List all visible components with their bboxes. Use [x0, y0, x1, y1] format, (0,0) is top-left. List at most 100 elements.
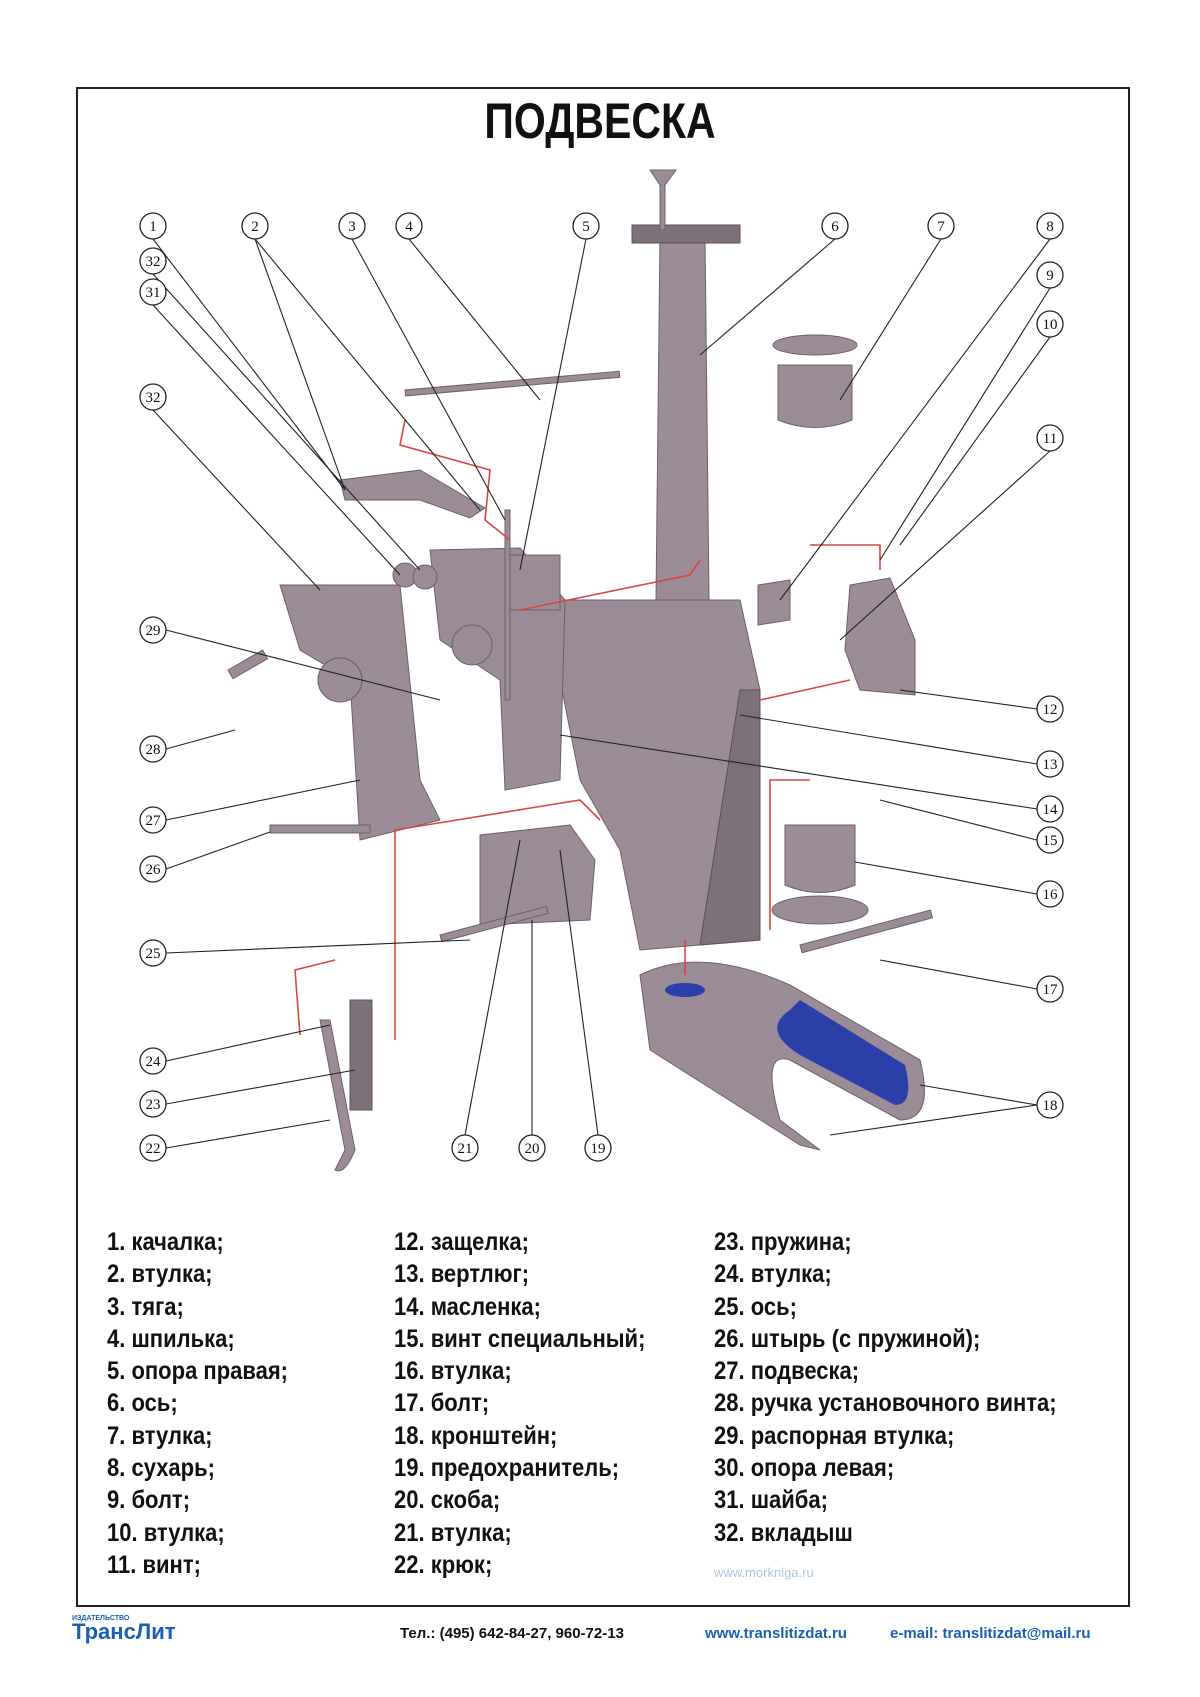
footer-website-link[interactable]: www.translitizdat.ru: [705, 1625, 847, 1642]
legend-item: 7. втулка;: [107, 1421, 213, 1450]
publisher-name: ТрансЛит: [72, 1619, 176, 1644]
callout-circle: [821, 212, 849, 240]
callout-32: 32: [139, 247, 167, 275]
callout-number: 3: [348, 219, 356, 235]
callout-number: 22: [146, 1141, 161, 1157]
callout-circle: [1036, 261, 1064, 289]
callout-circle: [139, 735, 167, 763]
callout-number: 32: [146, 390, 161, 406]
callout-circle: [1036, 826, 1064, 854]
part-18-blue-insert: [777, 1000, 909, 1105]
callout-number: 31: [146, 285, 161, 301]
poster-frame: [76, 87, 1130, 1607]
part-4-stud: [404, 370, 621, 397]
callout-number: 8: [1046, 219, 1054, 235]
callout-circle: [139, 855, 167, 883]
part-6-top-flange: [631, 224, 741, 244]
callout-circle: [1036, 1091, 1064, 1119]
callout-9: 9: [1036, 261, 1064, 289]
part-26-pin: [269, 824, 371, 834]
part-18-bracket: [639, 961, 925, 1151]
callout-circle: [1036, 695, 1064, 723]
callout-number: 26: [146, 862, 162, 878]
legend-item: 13. вертлюг;: [394, 1260, 530, 1289]
callout-15: 15: [1036, 826, 1064, 854]
callout-22: 22: [139, 1134, 167, 1162]
callout-5: 5: [572, 212, 600, 240]
part-17-bolt: [799, 909, 934, 954]
legend-item: 17. болт;: [394, 1389, 490, 1418]
callout-24: 24: [139, 1047, 167, 1075]
legend-item: 22. крюк;: [394, 1550, 493, 1579]
callout-circle: [572, 212, 600, 240]
callout-6: 6: [821, 212, 849, 240]
callout-8: 8: [1036, 212, 1064, 240]
callout-circle: [139, 1090, 167, 1118]
part-7-ring: [772, 334, 858, 356]
callout-circle: [139, 278, 167, 306]
legend-column-2: 12. защелка; 13. вертлюг; 14. масленка; …: [394, 1226, 680, 1581]
callout-number: 27: [146, 813, 162, 829]
part-27-left-bracket: [279, 584, 441, 841]
part-13-swivel-front: [699, 689, 761, 946]
callout-circle: [139, 247, 167, 275]
callout-number: 4: [405, 219, 413, 235]
legend-item: 29. распорная втулка;: [714, 1421, 955, 1450]
legend-item: 24. втулка;: [714, 1260, 832, 1289]
legend-item: 20. скоба;: [394, 1486, 501, 1515]
callout-12: 12: [1036, 695, 1064, 723]
callout-circle: [395, 212, 423, 240]
callout-number: 5: [582, 219, 590, 235]
footer-phone: Тел.: (495) 642-84-27, 960-72-13: [400, 1625, 624, 1642]
leader-lines: [152, 238, 1051, 1149]
callout-10: 10: [1036, 310, 1064, 338]
legend-item: 9. болт;: [107, 1486, 191, 1515]
legend-item: 14. масленка;: [394, 1292, 541, 1321]
part-3-rod: [504, 509, 511, 701]
callout-21: 21: [451, 1134, 479, 1162]
part-5-right-support: [509, 554, 561, 611]
callout-13: 13: [1036, 750, 1064, 778]
legend-item: 10. втулка;: [107, 1518, 225, 1547]
legend-item: 8. сухарь;: [107, 1454, 215, 1483]
watermark: www.morkniga.ru: [714, 1565, 814, 1580]
legend-item: 3. тяга;: [107, 1292, 184, 1321]
legend-item: 11. винт;: [107, 1550, 201, 1579]
callout-circle: [338, 212, 366, 240]
callout-4: 4: [395, 212, 423, 240]
callout-circle: [139, 383, 167, 411]
part-23-spring: [349, 999, 373, 1111]
callout-circle: [1036, 212, 1064, 240]
callout-25: 25: [139, 939, 167, 967]
part-22-hook: [319, 1019, 356, 1172]
callout-number: 6: [831, 219, 839, 235]
legend-item: 28. ручка установочного винта;: [714, 1389, 1057, 1418]
part-12-latch: [844, 577, 916, 696]
callout-circle: [1036, 310, 1064, 338]
callout-circle: [1036, 880, 1064, 908]
callout-circle: [1036, 750, 1064, 778]
callout-number: 12: [1043, 702, 1058, 718]
footer-email-link[interactable]: e-mail: translitizdat@mail.ru: [890, 1625, 1091, 1642]
callout-circle: [139, 939, 167, 967]
part-7-bushing: [777, 364, 853, 428]
callout-number: 9: [1046, 268, 1054, 284]
callout-20: 20: [518, 1134, 546, 1162]
legend-item: 15. винт специальный;: [394, 1324, 646, 1353]
callout-number: 18: [1043, 1098, 1058, 1114]
legend-item: 12. защелка;: [394, 1228, 529, 1256]
callout-circle: [451, 1134, 479, 1162]
part-washer: [451, 624, 493, 666]
legend-column-1: 1. качалка; 2. втулка; 3. тяга; 4. шпиль…: [107, 1226, 313, 1581]
publisher-label: ИЗДАТЕЛЬСТВО: [72, 1615, 130, 1622]
callout-number: 13: [1043, 757, 1058, 773]
callout-number: 28: [146, 742, 161, 758]
part-1-rocker: [339, 469, 486, 519]
legend-item: 6. ось;: [107, 1389, 178, 1418]
part-screw-top: [649, 169, 677, 231]
part-16-ring: [771, 895, 869, 925]
legend-item: 23. пружина;: [714, 1228, 852, 1256]
callout-circle: [518, 1134, 546, 1162]
part-28-handle: [227, 649, 269, 680]
